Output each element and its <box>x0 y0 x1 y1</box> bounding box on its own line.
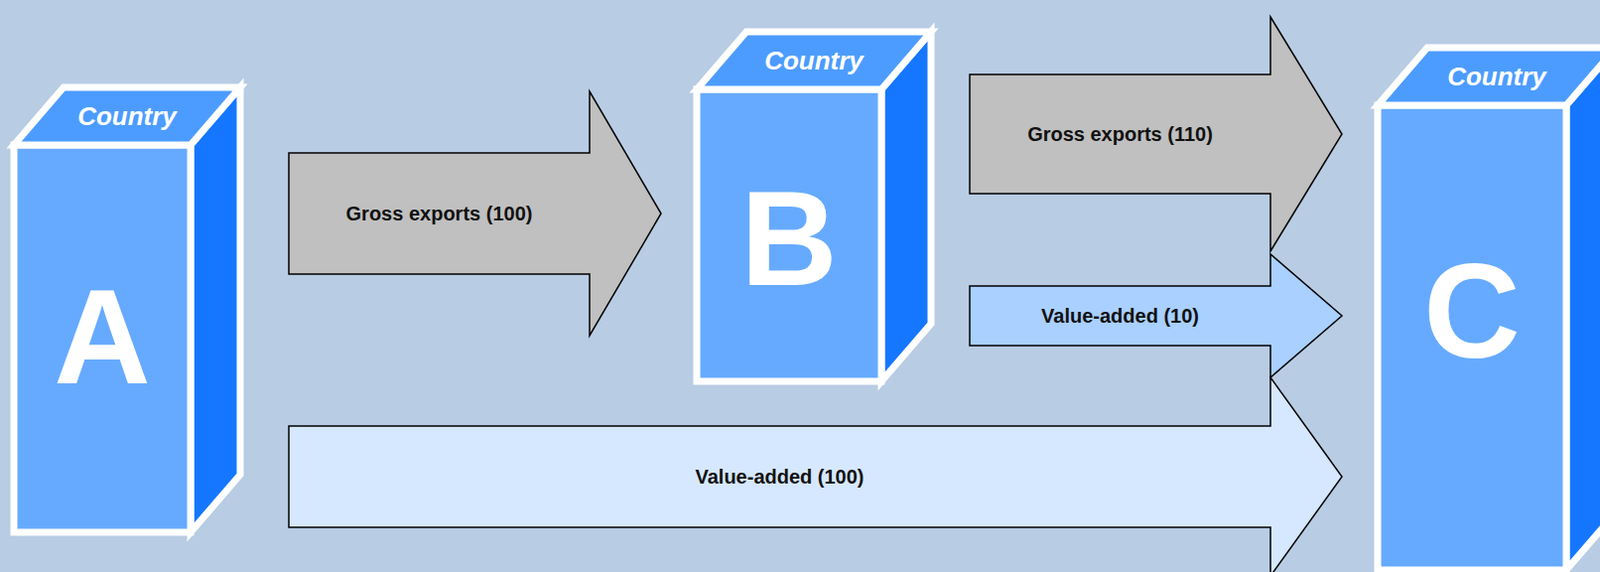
arrow-label: Gross exports (110) <box>1024 122 1216 147</box>
box-top <box>1377 47 1600 106</box>
country-box: CountryC <box>1377 47 1600 570</box>
arrow-label: Value-added (100) <box>691 464 867 490</box>
box-heading: Country <box>38 87 216 145</box>
block-arrow <box>288 91 662 336</box>
block-arrow <box>969 254 1342 378</box>
box-front <box>1377 105 1567 570</box>
box-letter: A <box>13 269 191 404</box>
block-arrow <box>969 16 1342 252</box>
arrow-label: Value-added (10) <box>1038 303 1202 329</box>
box-side <box>190 87 241 533</box>
box-side <box>1566 47 1600 570</box>
box-top <box>696 31 932 90</box>
arrow-label: Gross exports (100) <box>343 201 536 227</box>
country-box: CountryB <box>696 31 932 382</box>
block-arrow <box>288 377 1342 572</box>
box-top <box>13 87 241 145</box>
box-heading: Country <box>1402 47 1592 106</box>
box-front <box>13 144 191 533</box>
box-letter: B <box>696 171 882 306</box>
box-heading: Country <box>721 31 907 90</box>
box-front <box>696 89 882 382</box>
country-box: CountryA <box>13 87 241 533</box>
box-letter: C <box>1377 244 1567 379</box>
